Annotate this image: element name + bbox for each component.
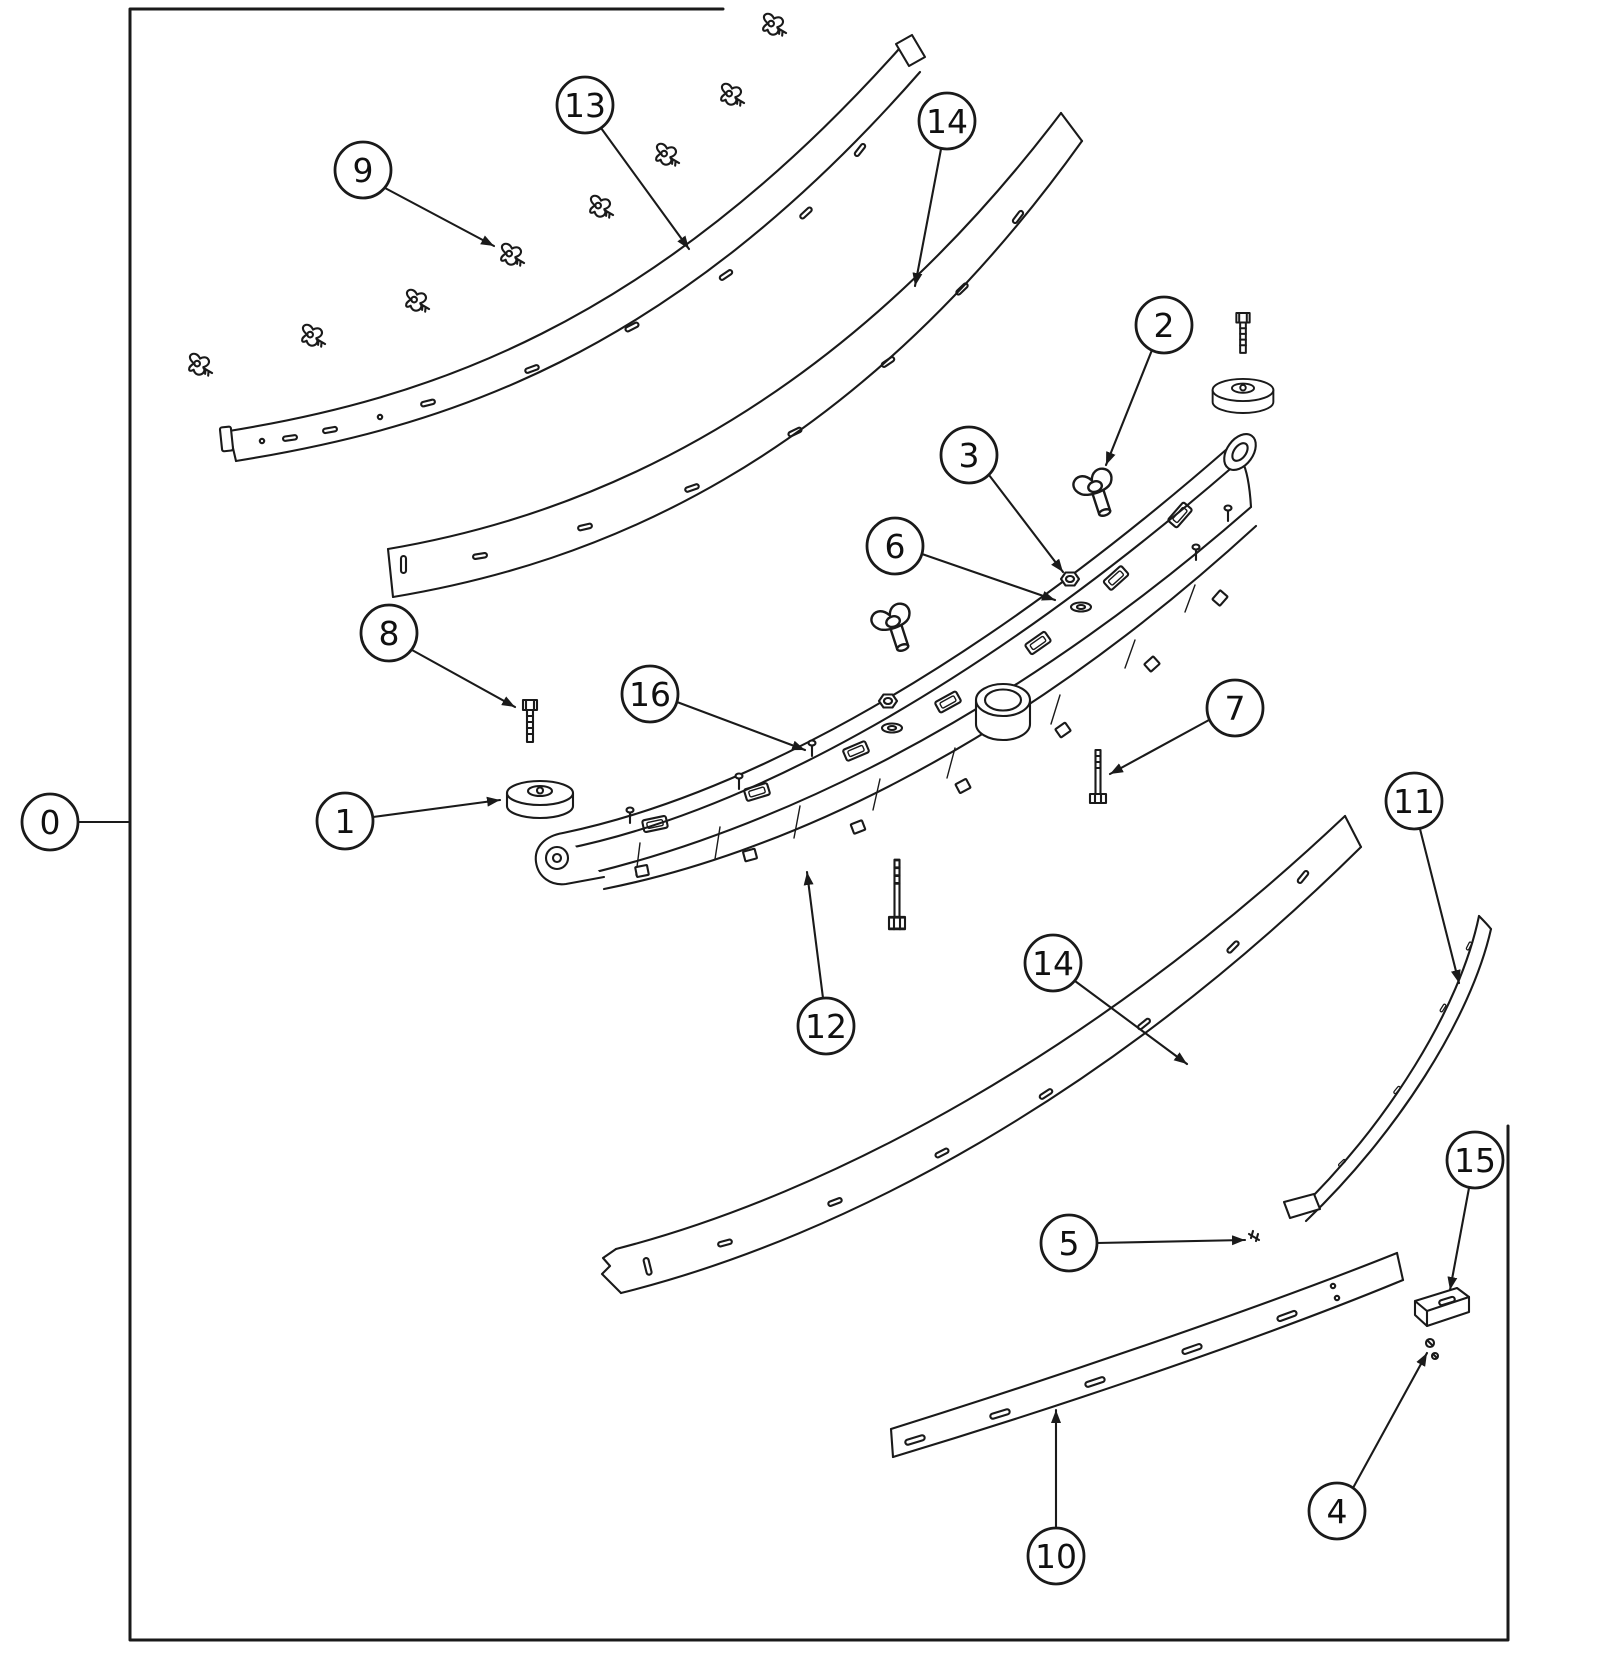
part-roller-1 [505, 779, 575, 820]
part-screws-4 [1424, 1337, 1440, 1361]
part-band-10 [889, 1251, 1405, 1459]
callout-number: 1 [335, 802, 356, 841]
callout-14: 14 [1023, 933, 1189, 1066]
callout-leader-line [803, 870, 825, 1000]
callout-number: 8 [379, 614, 400, 653]
part-band-14-top [386, 111, 1084, 599]
callout-number: 14 [1032, 944, 1074, 983]
callout-leader-line [1073, 979, 1189, 1066]
callout-number: 5 [1059, 1224, 1080, 1263]
callout-number: 16 [629, 675, 671, 714]
callout-number: 3 [959, 436, 980, 475]
callout-number: 2 [1154, 306, 1175, 345]
callout-number: 13 [564, 86, 606, 125]
callout-circle [1023, 933, 1083, 993]
callout-leader-line [1108, 718, 1211, 776]
callout-4: 4 [1307, 1351, 1429, 1541]
callout-circle [1205, 678, 1265, 738]
callout-10: 10 [1026, 1408, 1086, 1586]
callout-number: 6 [885, 527, 906, 566]
part-frame-12 [534, 433, 1258, 891]
part-band-14-bottom [600, 814, 1363, 1295]
callout-leader-line [987, 473, 1065, 574]
callout-leader-line [410, 648, 517, 709]
callout-leader-line [920, 552, 1057, 602]
part-clamp-15 [1413, 1286, 1471, 1328]
callout-1: 1 [315, 791, 502, 851]
callout-circle [1134, 295, 1194, 355]
callout-circle [20, 792, 80, 852]
callout-14: 14 [912, 91, 977, 288]
callout-16: 16 [620, 664, 807, 752]
callout-circle [1384, 771, 1444, 831]
callout-leader-line [912, 147, 943, 288]
part-screw-5 [1247, 1229, 1261, 1243]
callout-12: 12 [796, 870, 856, 1056]
callout-number: 7 [1225, 689, 1246, 728]
callout-leader-line [1104, 348, 1154, 467]
callout-leader-line [599, 126, 691, 251]
part-hex-bolt-7 [887, 748, 1108, 931]
callout-number: 12 [805, 1007, 847, 1046]
callout-circle [796, 996, 856, 1056]
callout-leader-line [1447, 1186, 1471, 1292]
callout-leader-line [675, 700, 807, 752]
border-frame [128, 7, 1510, 1642]
callout-circle [1039, 1213, 1099, 1273]
part-band-13 [218, 33, 927, 463]
callout-circle [1445, 1130, 1505, 1190]
part-screw-8 [521, 698, 539, 744]
callout-circle [333, 140, 393, 200]
callout-3: 3 [939, 425, 1065, 574]
callout-7: 7 [1108, 678, 1265, 776]
callout-11: 11 [1384, 771, 1461, 985]
callout-number: 11 [1393, 782, 1435, 821]
callout-9: 9 [333, 140, 496, 248]
callout-circle [865, 516, 925, 576]
part-wing-fasteners-9 [184, 9, 788, 382]
callout-circle [939, 425, 999, 485]
callout-leader-line [371, 796, 502, 819]
callout-15: 15 [1445, 1130, 1505, 1292]
part-screw-roller-top-right [1211, 312, 1275, 414]
callout-number: 0 [40, 803, 61, 842]
callout-2: 2 [1104, 295, 1194, 467]
callout-circle [620, 664, 680, 724]
callout-circle [917, 91, 977, 151]
callout-circle [1026, 1526, 1086, 1586]
callout-circle [315, 791, 375, 851]
callout-number: 4 [1327, 1492, 1348, 1531]
callout-8: 8 [359, 603, 517, 709]
callout-number: 15 [1454, 1141, 1496, 1180]
callout-number: 14 [926, 102, 968, 141]
callout-13: 13 [555, 75, 691, 251]
callout-circle [1307, 1481, 1367, 1541]
callout-leader-line [383, 186, 496, 248]
callout-circle [555, 75, 615, 135]
callout-circle [359, 603, 419, 663]
callout-6: 6 [865, 516, 1057, 602]
callout-number: 9 [353, 151, 374, 190]
part-band-11 [1282, 914, 1493, 1223]
callout-0: 0 [20, 792, 131, 852]
callout-leader-line [1418, 827, 1461, 985]
callout-5: 5 [1039, 1213, 1247, 1273]
callout-leader-line [1095, 1235, 1247, 1246]
callout-leader-line [1351, 1351, 1429, 1490]
callout-number: 10 [1035, 1537, 1077, 1576]
